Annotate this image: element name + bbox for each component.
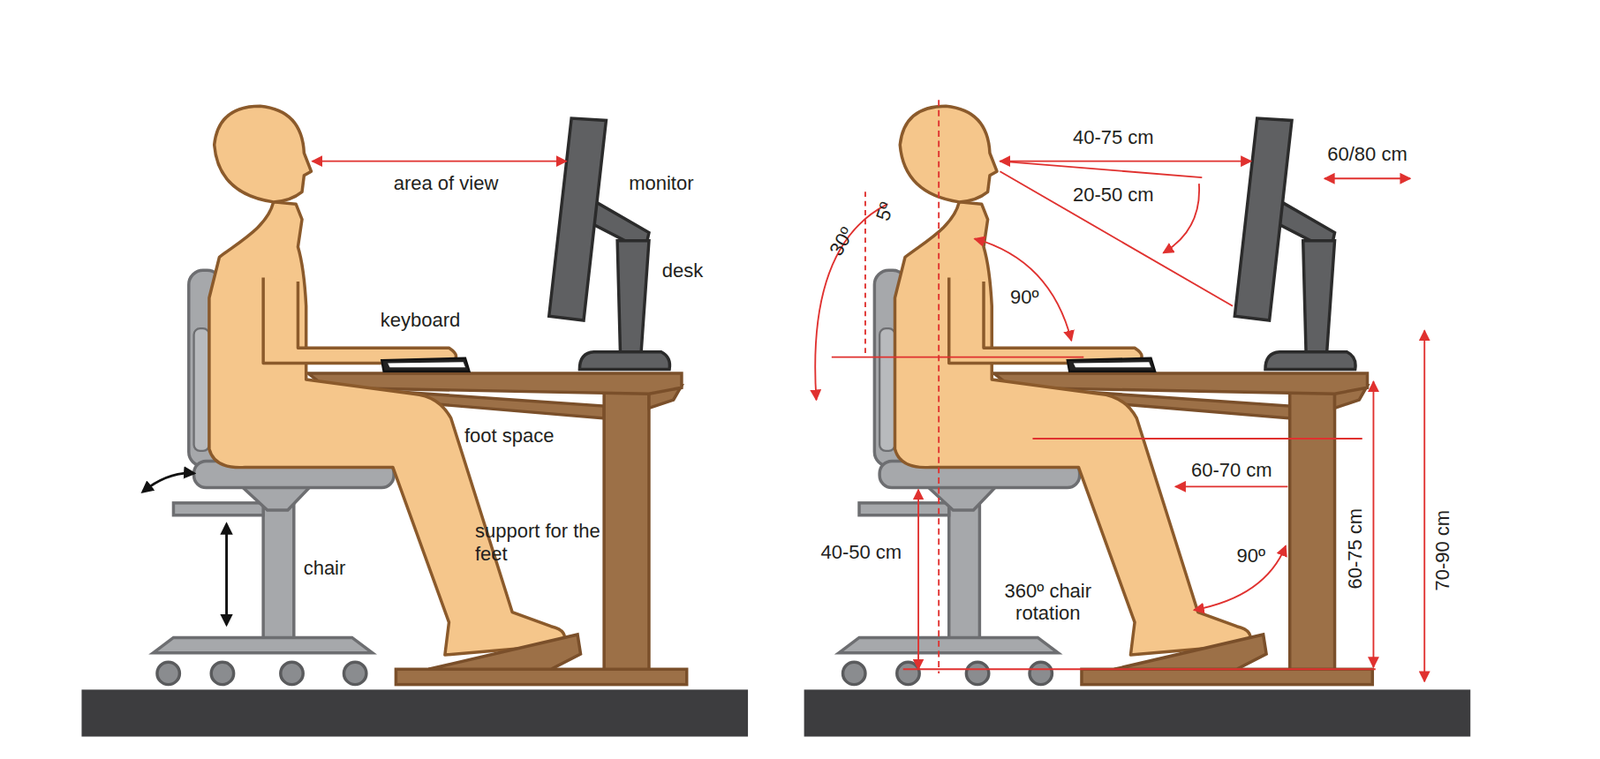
floor (81, 689, 748, 737)
rotation-label: 360º chair rotation (976, 580, 1120, 626)
dimension-label: 70-90 cm (1431, 510, 1454, 592)
dimension-label: 40-50 cm (820, 541, 902, 564)
angle-label: 90º (1010, 286, 1040, 309)
part-label: foot space (464, 424, 555, 447)
workstation-scene (838, 105, 1373, 685)
workstation-scene (152, 105, 687, 685)
dimension-label: 20-50 cm (1072, 183, 1155, 206)
part-label: keyboard (380, 309, 461, 332)
angle-label: 90º (1237, 544, 1267, 567)
part-label: desk (662, 259, 703, 282)
floor (804, 689, 1472, 737)
angle-label: 5º (871, 199, 899, 224)
angle-label: 30º (824, 223, 859, 260)
view-label: area of view (393, 172, 499, 195)
part-label: support for the feet (475, 520, 603, 566)
dimension-label: 40-75 cm (1072, 126, 1155, 149)
part-label: chair (303, 557, 347, 580)
dimension-lines (815, 99, 1425, 682)
part-label: monitor (628, 172, 694, 195)
dimension-label: 60-70 cm (1191, 459, 1273, 482)
dimension-label: 60-75 cm (1343, 508, 1367, 590)
dimension-label: 60/80 cm (1327, 143, 1408, 166)
